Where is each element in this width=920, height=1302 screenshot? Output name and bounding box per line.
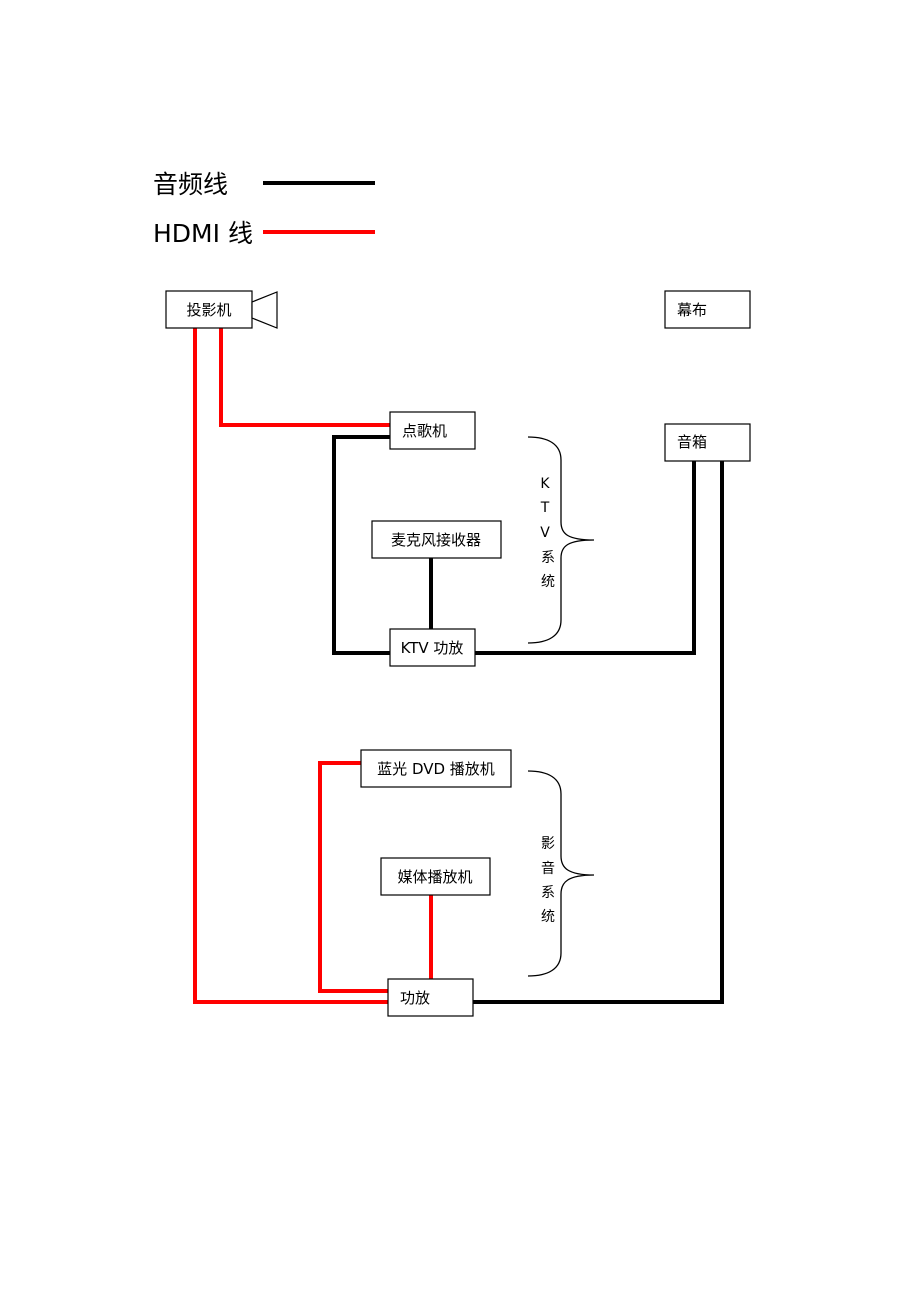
projector: 投影机	[165, 290, 278, 329]
ktv-amp-label: KTV 功放	[401, 639, 464, 657]
ktv-system-char: T	[540, 500, 550, 516]
screen-box	[664, 290, 751, 329]
bluray-player-box	[360, 749, 512, 788]
audio-wire-amp-speaker	[471, 459, 724, 1004]
speaker: 音箱	[664, 423, 751, 462]
karaoke-player: 点歌机	[389, 411, 476, 450]
projector-label: 投影机	[186, 301, 231, 319]
audio-wire-ktvamp-speaker	[473, 459, 696, 655]
amp-label: 功放	[400, 989, 430, 1007]
ktv-system-char: 统	[541, 574, 555, 590]
av-system-char: 系	[541, 885, 555, 901]
ktv-system-char: 系	[541, 550, 555, 566]
karaoke-player-box	[389, 411, 476, 450]
wires	[193, 327, 724, 1004]
mic-receiver-label: 麦克风接收器	[391, 531, 481, 549]
av-system-group: 影 音 系 统	[527, 770, 595, 977]
hdmi-wire-bluray-amp	[318, 761, 390, 993]
hdmi-wire-projector-amp	[193, 327, 390, 1004]
audio-wire-karaoke-ktvamp	[332, 435, 392, 655]
ktv-system-char: K	[540, 476, 550, 492]
media-player-label: 媒体播放机	[397, 868, 472, 886]
legend-hdmi-label: HDMI 线	[153, 219, 253, 248]
mic-receiver: 麦克风接收器	[371, 520, 502, 559]
ktv-system-label: K T V 系 统	[540, 476, 555, 590]
speaker-box	[664, 423, 751, 462]
amp: 功放	[387, 978, 474, 1017]
legend: 音频线 HDMI 线	[153, 170, 375, 248]
mic-receiver-box	[371, 520, 502, 559]
screen: 幕布	[664, 290, 751, 329]
av-system-char: 统	[541, 909, 555, 925]
bluray-player-label: 蓝光 DVD 播放机	[377, 760, 495, 778]
av-system-char: 影	[541, 836, 555, 852]
ktv-amp: KTV 功放	[389, 628, 476, 667]
bluray-player: 蓝光 DVD 播放机	[360, 749, 512, 788]
ktv-amp-box	[389, 628, 476, 667]
speaker-label: 音箱	[677, 433, 707, 451]
legend-audio-label: 音频线	[153, 170, 228, 199]
karaoke-player-label: 点歌机	[402, 422, 447, 440]
hdmi-wire-projector-karaoke	[219, 327, 392, 427]
media-player: 媒体播放机	[380, 857, 491, 896]
amp-box	[387, 978, 474, 1017]
projector-lens-icon	[251, 291, 278, 329]
ktv-system-brace	[527, 436, 595, 644]
media-player-box	[380, 857, 491, 896]
screen-label: 幕布	[677, 301, 707, 319]
ktv-system-group: K T V 系 统	[527, 436, 595, 644]
av-system-label: 影 音 系 统	[541, 836, 555, 925]
ktv-system-char: V	[540, 525, 550, 541]
av-system-char: 音	[541, 860, 555, 877]
av-system-brace	[527, 770, 595, 977]
